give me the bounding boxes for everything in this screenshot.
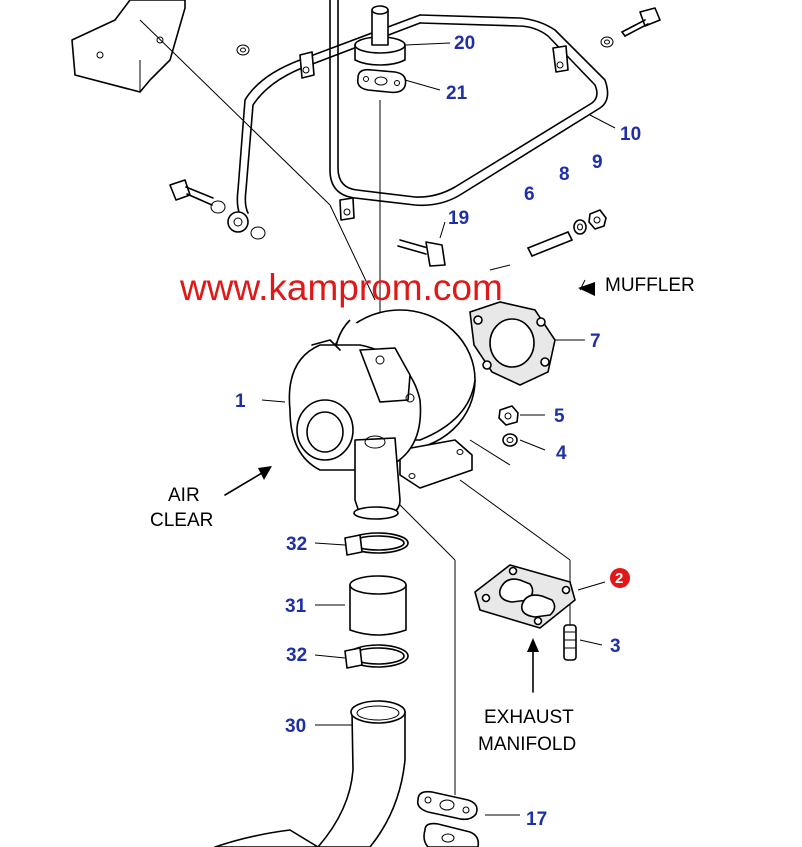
part-17-gasket (416, 790, 480, 847)
part-5-nut (498, 405, 519, 426)
part-8-washer (573, 219, 587, 235)
callout-3: 3 (610, 636, 621, 657)
mounting-bracket (71, 0, 186, 93)
part-19-bolt (397, 239, 446, 267)
callout-8: 8 (559, 164, 570, 185)
callout-2: 2 (615, 570, 623, 587)
callout-17: 17 (526, 809, 547, 830)
part-20-oil-elbow (354, 5, 406, 66)
leader-lines (139, 19, 616, 816)
air-clear-label-line1: AIR (168, 485, 200, 506)
callout-31: 31 (285, 596, 307, 617)
exhaust-manifold-label-line1: EXHAUST (484, 707, 574, 728)
air-clear-label-line2: CLEAR (150, 510, 213, 531)
muffler-label: MUFFLER (605, 275, 695, 296)
part-7-gasket (469, 301, 556, 386)
callout-30: 30 (285, 716, 306, 737)
part-30-pipe (214, 700, 406, 847)
part-4-washer (502, 433, 518, 447)
callout-32-lower: 32 (286, 645, 307, 666)
bolt-top-right (621, 7, 661, 37)
part-1-turbocharger (288, 309, 476, 520)
watermark-url: www.kamprom.com (179, 267, 503, 308)
part-2-gasket (474, 564, 576, 629)
callout-1: 1 (235, 391, 246, 412)
part-3-stud (563, 624, 577, 661)
callout-4: 4 (556, 443, 567, 464)
callout-20: 20 (454, 33, 475, 54)
callout-6: 6 (524, 184, 535, 205)
exhaust-arrow (527, 638, 539, 693)
callouts: 20 21 10 8 9 6 19 7 1 5 4 32 31 32 30 3 … (235, 33, 641, 830)
banjo-bolt-left (169, 179, 266, 240)
callout-10: 10 (620, 124, 641, 145)
callout-32-upper: 32 (286, 534, 307, 555)
callout-7: 7 (590, 331, 601, 352)
exhaust-manifold-label-line2: MANIFOLD (478, 734, 576, 755)
muffler-arrow (578, 282, 595, 296)
callout-21: 21 (446, 83, 468, 104)
part-6-stud (527, 231, 573, 257)
callout-19: 19 (448, 208, 469, 229)
callout-2-highlight[interactable]: 2 (610, 568, 630, 588)
oil-pipe (236, 0, 614, 221)
part-31-hose (349, 575, 407, 636)
callout-9: 9 (592, 152, 603, 173)
part-9-nut (588, 209, 607, 230)
air-clear-arrow (224, 466, 272, 496)
part-32-clamp-lower (344, 644, 409, 669)
part-32-clamp-upper (344, 532, 409, 556)
callout-5: 5 (554, 406, 565, 427)
part-21-gasket (356, 68, 407, 94)
